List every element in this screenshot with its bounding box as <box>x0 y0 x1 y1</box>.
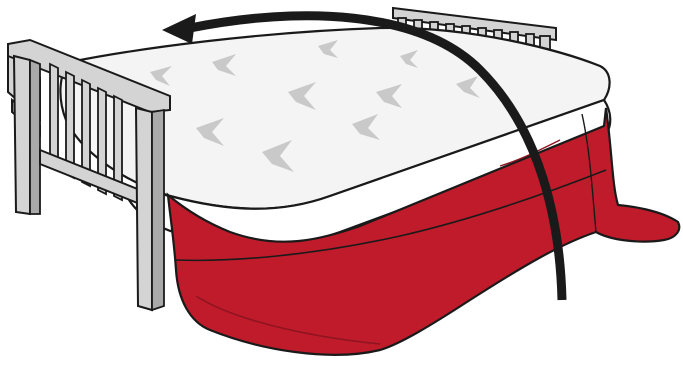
illustration-canvas <box>0 0 683 377</box>
futon-cover-illustration <box>0 0 683 377</box>
